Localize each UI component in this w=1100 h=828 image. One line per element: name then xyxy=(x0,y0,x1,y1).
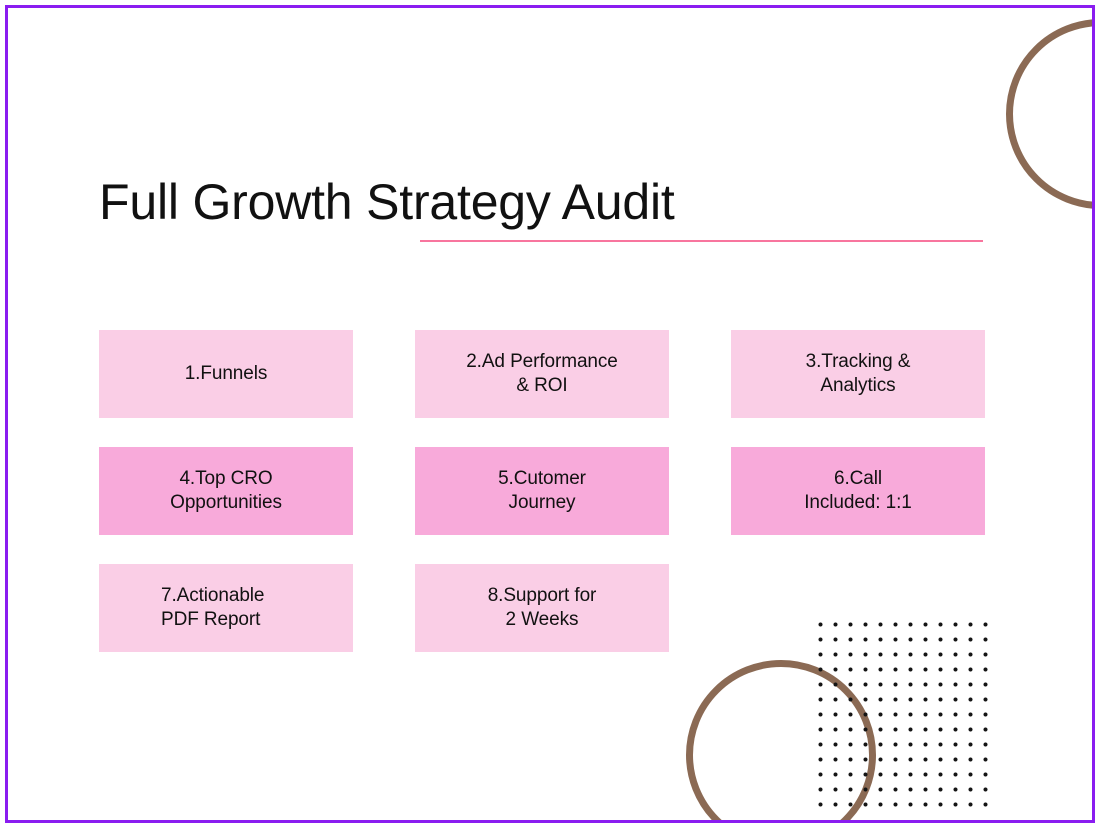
audit-card-6[interactable]: 6.Call Included: 1:1 xyxy=(731,447,985,535)
title-underline xyxy=(420,240,983,242)
slide-frame: Full Growth Strategy Audit 1.Funnels 2.A… xyxy=(5,5,1095,823)
decorative-circle-top-right-icon xyxy=(1006,19,1092,209)
audit-card-8[interactable]: 8.Support for 2 Weeks xyxy=(415,564,669,652)
audit-card-5[interactable]: 5.Cutomer Journey xyxy=(415,447,669,535)
page-title: Full Growth Strategy Audit xyxy=(99,174,675,230)
audit-card-7[interactable]: 7.Actionable PDF Report xyxy=(99,564,353,652)
audit-card-2[interactable]: 2.Ad Performance & ROI xyxy=(415,330,669,418)
audit-item-grid: 1.Funnels 2.Ad Performance & ROI 3.Track… xyxy=(99,330,985,652)
audit-card-3[interactable]: 3.Tracking & Analytics xyxy=(731,330,985,418)
audit-card-4[interactable]: 4.Top CRO Opportunities xyxy=(99,447,353,535)
audit-card-placeholder xyxy=(731,564,985,652)
audit-card-1[interactable]: 1.Funnels xyxy=(99,330,353,418)
title-block: Full Growth Strategy Audit xyxy=(99,174,999,242)
decorative-dot-grid-icon xyxy=(809,613,989,808)
